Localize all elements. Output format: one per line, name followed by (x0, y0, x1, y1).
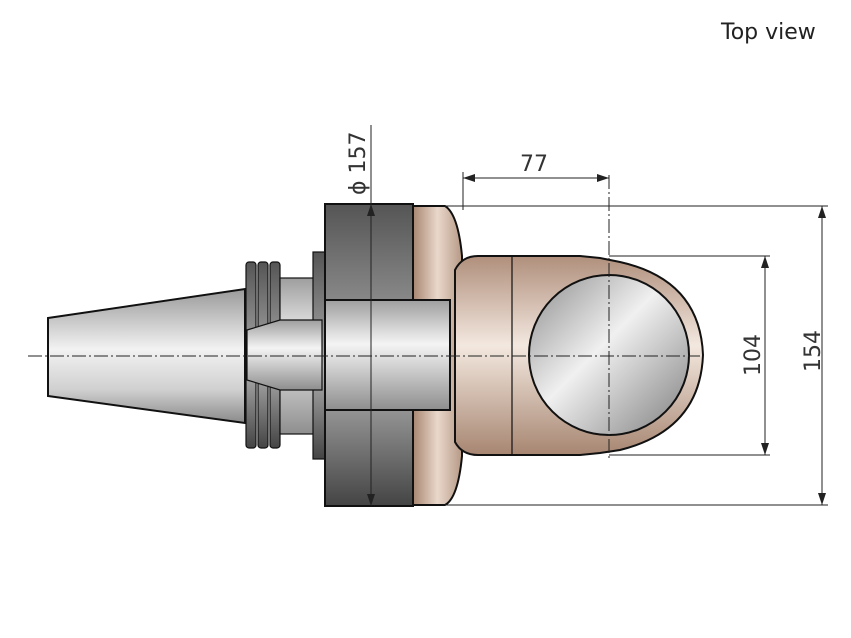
neck-step (246, 319, 323, 391)
dim-154-arrow-bottom (818, 493, 826, 505)
dim-104-arrow-top (761, 256, 769, 268)
view-title: Top view (721, 20, 816, 45)
dim-diameter-arrow-top (367, 204, 375, 216)
dim-77-arrow-right (597, 174, 609, 182)
dim-104-label: 104 (741, 334, 766, 376)
dim-154-arrow-top (818, 206, 826, 218)
dim-154-label: 154 (801, 330, 826, 372)
arbor-shank (324, 299, 451, 411)
dim-diameter-label: ϕ 157 (346, 132, 371, 196)
dim-77-arrow-left (463, 174, 475, 182)
dim-77-label: 77 (520, 152, 548, 177)
dim-diameter-arrow-bottom (367, 494, 375, 506)
dim-104-arrow-bottom (761, 443, 769, 455)
